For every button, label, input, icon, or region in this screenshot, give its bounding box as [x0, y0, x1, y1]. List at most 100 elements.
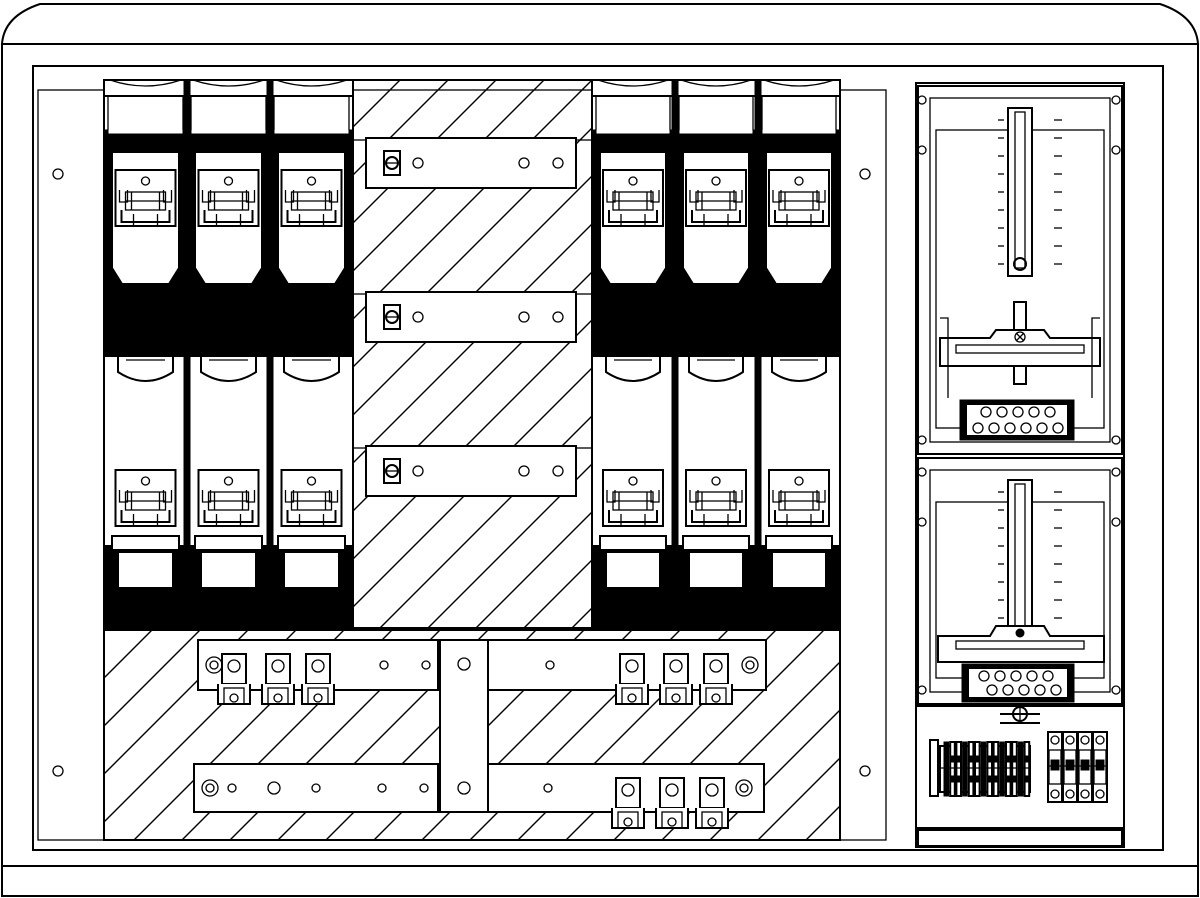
clamp-terminal-icon	[685, 169, 747, 227]
mini-circuit-breakers	[1047, 731, 1108, 803]
bolt-hole	[552, 465, 564, 477]
terminal-screw	[1036, 422, 1048, 434]
cable-connector	[695, 777, 729, 829]
terminal-screw	[1065, 789, 1075, 799]
meter-terminal-block	[961, 663, 1075, 703]
mounting-screws	[52, 168, 871, 777]
bolt-hole	[552, 157, 564, 169]
breaker-toggle-icon	[1080, 759, 1090, 771]
cable-connector	[659, 653, 693, 705]
terminal-screw	[1034, 684, 1046, 696]
bolt-hole	[543, 783, 553, 793]
meter-scale	[1007, 479, 1033, 649]
terminal-screw	[1065, 735, 1075, 745]
busbar	[352, 291, 592, 343]
clamp-terminal-icon	[114, 469, 177, 527]
bolt-hole	[227, 783, 237, 793]
bolt-hole	[419, 783, 429, 793]
bolt-hole	[552, 311, 564, 323]
fuse-columns	[103, 79, 841, 629]
terminal-block-module	[967, 741, 975, 797]
terminal-screw	[980, 406, 992, 418]
terminal-block-module	[1005, 741, 1012, 797]
terminal-block-module	[1017, 741, 1024, 797]
terminal-screw	[1050, 789, 1060, 799]
bolt-hole	[205, 783, 215, 793]
mini-breaker	[1092, 731, 1108, 803]
busbars-middle	[352, 137, 592, 497]
bolt-hole	[457, 657, 471, 671]
terminal-block-module	[962, 741, 968, 797]
mounting-screw	[917, 95, 927, 105]
terminal-screw	[1080, 789, 1090, 799]
clamp-terminal-icon	[114, 169, 177, 227]
terminal-screw	[1004, 422, 1016, 434]
bolt-hole	[739, 783, 749, 793]
meter-panel	[917, 457, 1123, 705]
terminal-screw	[978, 670, 990, 682]
mounting-screw	[1111, 145, 1121, 155]
terminal-screw	[1050, 684, 1062, 696]
breaker-toggle-icon	[1050, 759, 1060, 771]
terminal-screw	[1018, 684, 1030, 696]
mounting-screw	[917, 685, 927, 695]
bolt-hole	[201, 779, 219, 797]
terminal-block-module	[980, 741, 987, 797]
fuse-holder	[757, 79, 841, 629]
meter-panels	[917, 85, 1123, 705]
bolt-hole	[209, 660, 219, 670]
busbar	[352, 137, 592, 189]
meter-section	[915, 82, 1125, 848]
bolt-hole	[412, 465, 424, 477]
bolt-hole	[518, 465, 530, 477]
column-divider	[671, 79, 679, 629]
terminal-screw	[996, 406, 1008, 418]
fuse-holder	[186, 79, 271, 629]
terminal-block-module	[974, 741, 981, 797]
breaker-toggle-icon	[1095, 759, 1105, 771]
bolt-hole	[518, 157, 530, 169]
clamp-terminal-icon	[197, 169, 260, 227]
meter-mount-bracket	[939, 301, 1101, 398]
meter-terminal-block	[959, 399, 1075, 441]
bolt-hole	[379, 660, 389, 670]
terminal-screw	[1044, 406, 1056, 418]
cable-connector	[615, 653, 649, 705]
fuse-holder	[591, 79, 675, 629]
clamp-terminal-icon	[280, 469, 343, 527]
earth-terminal-icon	[1000, 706, 1040, 724]
meter-mount-bracket	[937, 625, 1105, 663]
mini-breaker	[1077, 731, 1093, 803]
mini-breaker	[1062, 731, 1078, 803]
clamp-terminal-icon	[768, 469, 830, 527]
terminal-screw	[994, 670, 1006, 682]
terminal-screw	[988, 422, 1000, 434]
terminal-screw	[1095, 789, 1105, 799]
terminal-screw	[1012, 406, 1024, 418]
mounting-screw	[1111, 517, 1121, 527]
terminal-screw	[1002, 684, 1014, 696]
column-divider	[266, 79, 274, 629]
terminal-screw	[1028, 406, 1040, 418]
clamp-terminal-icon	[768, 169, 830, 227]
terminal-block-module	[1023, 741, 1031, 797]
terminal-bars-bottom	[193, 639, 767, 829]
control-panel	[915, 705, 1125, 847]
clamp-terminal-icon	[602, 169, 664, 227]
terminal-block-module	[986, 741, 994, 797]
fuse-holder	[103, 79, 188, 629]
mounting-screw	[917, 435, 927, 445]
adjust-screw-icon	[1015, 628, 1025, 638]
terminal-screw	[1052, 422, 1064, 434]
busbar	[352, 445, 592, 497]
terminal-block-module	[943, 741, 950, 797]
cable-connector	[655, 777, 689, 829]
mounting-screw	[1111, 467, 1121, 477]
column-divider	[183, 79, 191, 629]
terminal-bar	[193, 763, 439, 813]
mounting-screw	[1111, 435, 1121, 445]
cable-connector	[261, 653, 295, 705]
terminal-screw	[1042, 670, 1054, 682]
